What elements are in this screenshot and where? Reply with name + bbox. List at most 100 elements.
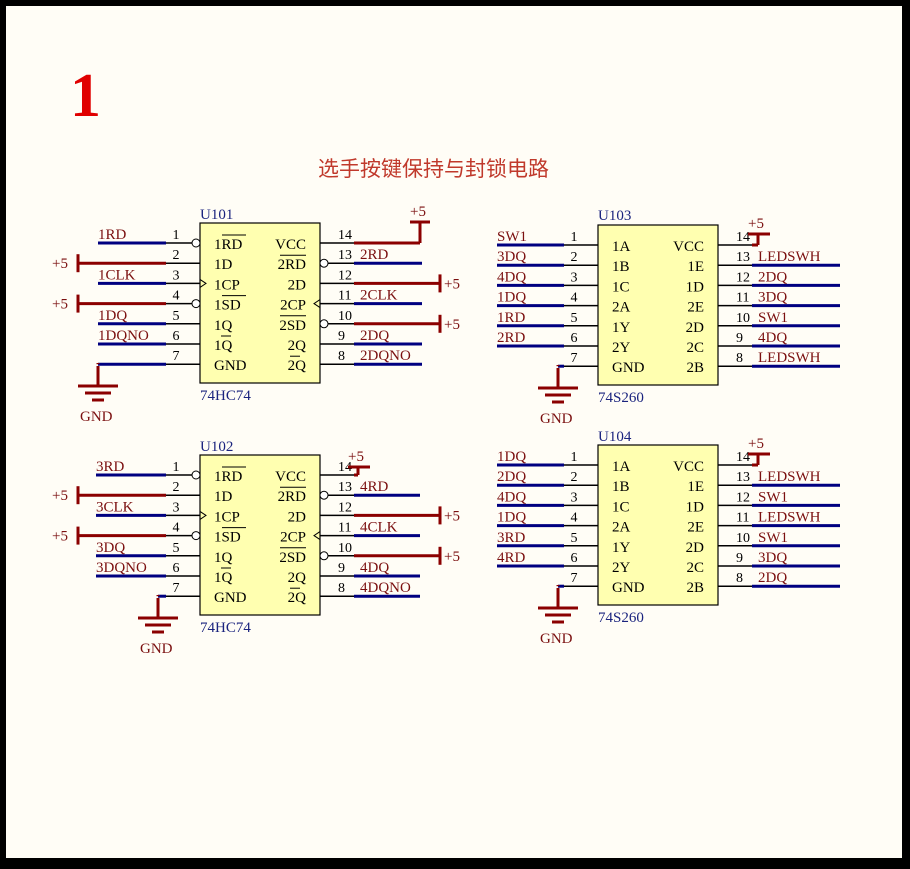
pin-name: VCC — [673, 459, 704, 475]
pin-name: 2Q — [288, 338, 307, 354]
pin-name: 2D — [686, 320, 705, 336]
gnd-label: GND — [540, 411, 573, 427]
pin-name: 1RD — [214, 469, 243, 485]
pin-name: 2RD — [278, 489, 307, 505]
pin-name: 2SD — [279, 550, 306, 566]
pin-name: 1D — [214, 257, 233, 273]
pin-number: 5 — [173, 309, 180, 324]
net-label: 2DQ — [360, 328, 389, 344]
pin-number: 10 — [338, 309, 352, 324]
pin-number: 13 — [338, 480, 352, 495]
pin-number: 7 — [173, 349, 180, 364]
vcc-label: +5 — [444, 276, 460, 292]
pin-number: 3 — [173, 268, 180, 283]
gnd-label: GND — [140, 641, 173, 657]
pin-number: 7 — [571, 571, 578, 586]
pin-number: 12 — [338, 500, 352, 515]
net-label: 1DQNO — [98, 328, 149, 344]
pin-name: 2Q — [288, 590, 307, 606]
chip-part-label: 74S260 — [598, 610, 644, 626]
inversion-bubble — [191, 531, 201, 541]
net-label: 4RD — [360, 479, 389, 495]
pin-name: 2CP — [280, 530, 306, 546]
net-label: 3DQ — [497, 249, 526, 265]
gnd-label: GND — [80, 409, 113, 425]
pin-number: 6 — [571, 331, 578, 346]
pin-name: 1D — [214, 489, 233, 505]
net-label: LEDSWH — [758, 469, 821, 485]
vcc-label: +5 — [444, 508, 460, 524]
pin-name: 2Y — [612, 340, 631, 356]
net-label: 4DQ — [497, 489, 526, 505]
pin-number: 4 — [173, 521, 180, 536]
net-label: 3RD — [96, 459, 125, 475]
pin-name: 2D — [288, 509, 307, 525]
pin-number: 7 — [571, 351, 578, 366]
pin-number: 7 — [173, 581, 180, 596]
pin-number: 5 — [173, 541, 180, 556]
pin-name: 2Q — [288, 358, 307, 374]
pin-name: 1RD — [214, 237, 243, 253]
sheet-title: 选手按键保持与封锁电路 — [318, 157, 549, 181]
pin-name: 2A — [612, 300, 631, 316]
pin-name: 2C — [686, 340, 704, 356]
pin-name: GND — [214, 590, 247, 606]
pin-number: 6 — [571, 551, 578, 566]
inversion-bubble — [319, 551, 329, 561]
pin-name: 2Q — [288, 570, 307, 586]
chip-ref-label: U103 — [598, 208, 631, 224]
chip-ref-label: U102 — [200, 439, 233, 455]
pin-name: 1A — [612, 239, 631, 255]
pin-number: 10 — [736, 531, 750, 546]
pin-name: 2D — [288, 277, 307, 293]
chip-u101: U10174HC7411RD1RD21D+531CP1CLK41SD+551Q1… — [52, 204, 460, 425]
vcc-label: +5 — [348, 449, 364, 465]
pin-left-6: 6 1Q 3DQNO — [96, 560, 233, 586]
pin-number: 1 — [173, 460, 180, 475]
pin-name: 2A — [612, 520, 631, 536]
net-label: LEDSWH — [758, 350, 821, 366]
pin-name: 2E — [687, 300, 704, 316]
pin-name: 2B — [686, 580, 704, 596]
net-label: 4DQ — [758, 330, 787, 346]
pin-name: 2C — [686, 560, 704, 576]
pin-number: 6 — [173, 561, 180, 576]
pin-name: 2Y — [612, 560, 631, 576]
pin-name: 2E — [687, 520, 704, 536]
gnd-label: GND — [540, 631, 573, 647]
pin-name: 1B — [612, 259, 630, 275]
net-label: 4CLK — [360, 520, 398, 536]
pin-name: 1C — [612, 279, 630, 295]
pin-number: 10 — [338, 541, 352, 556]
net-label: 3DQNO — [96, 560, 147, 576]
pin-name: 1Q — [214, 570, 233, 586]
net-label: 1RD — [98, 227, 127, 243]
pin-number: 4 — [173, 289, 180, 304]
net-label: 4RD — [497, 550, 526, 566]
pin-number: 4 — [571, 511, 578, 526]
pin-left-2: 21D+5 — [52, 248, 233, 273]
pin-number: 14 — [736, 450, 750, 465]
pin-number: 5 — [571, 311, 578, 326]
vcc-label: +5 — [52, 297, 68, 313]
pin-number: 12 — [736, 490, 750, 505]
pin-name: 1D — [686, 499, 705, 515]
pin-number: 3 — [571, 490, 578, 505]
inversion-bubble — [191, 470, 201, 480]
